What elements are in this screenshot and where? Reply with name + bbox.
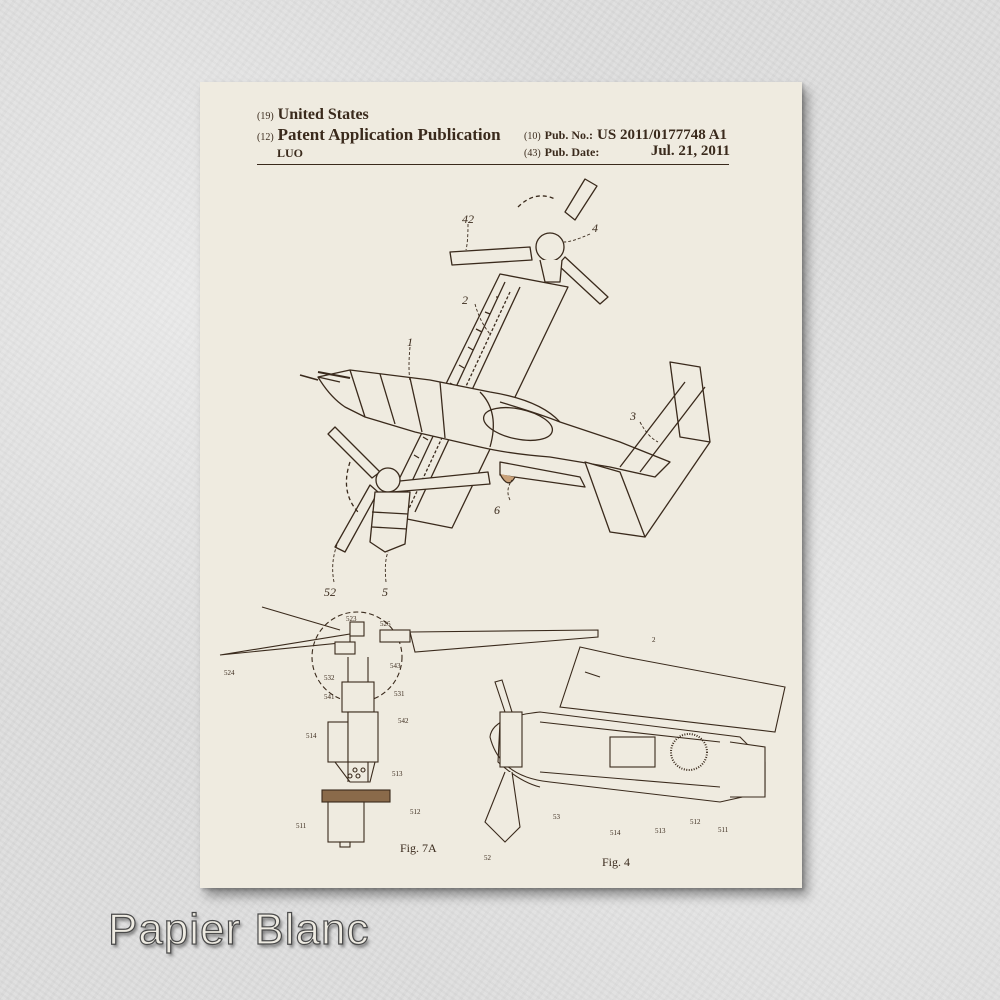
svg-text:512: 512 bbox=[410, 808, 421, 816]
svg-text:514: 514 bbox=[610, 829, 621, 837]
svg-text:3: 3 bbox=[629, 409, 636, 423]
patent-poster: (19)United States (12)Patent Application… bbox=[200, 82, 802, 888]
svg-text:2: 2 bbox=[462, 293, 468, 307]
svg-text:4: 4 bbox=[592, 221, 598, 235]
svg-text:513: 513 bbox=[392, 770, 403, 778]
fig-7a-caption: Fig. 7A bbox=[400, 841, 437, 855]
svg-text:511: 511 bbox=[296, 822, 307, 830]
header-pub-date: (43)Pub. Date:Jul. 21, 2011 bbox=[524, 143, 730, 159]
svg-text:511: 511 bbox=[718, 826, 729, 834]
svg-text:531: 531 bbox=[394, 690, 405, 698]
svg-text:6: 6 bbox=[494, 503, 500, 517]
fig-4-labels: 2 53 514 513 512 511 52 Fig. 4 bbox=[484, 636, 729, 869]
header-inventor: LUO bbox=[277, 146, 304, 160]
svg-text:2: 2 bbox=[652, 636, 656, 644]
svg-text:513: 513 bbox=[655, 827, 666, 835]
svg-text:42: 42 bbox=[462, 212, 474, 226]
tiltrotor-aircraft-drawing bbox=[299, 178, 711, 583]
svg-text:542: 542 bbox=[398, 717, 409, 725]
svg-text:514: 514 bbox=[306, 732, 317, 740]
svg-text:524: 524 bbox=[224, 669, 235, 677]
header-divider bbox=[257, 164, 729, 165]
svg-text:53: 53 bbox=[553, 813, 561, 821]
header-country: (19)United States bbox=[257, 106, 369, 123]
patent-drawings: 42 4 2 1 3 6 52 5 bbox=[219, 178, 786, 869]
svg-text:526: 526 bbox=[380, 620, 391, 628]
svg-text:523: 523 bbox=[346, 615, 357, 623]
fig-7a-labels: 523 526 524 543 532 541 531 542 514 513 … bbox=[224, 615, 437, 855]
svg-text:52: 52 bbox=[324, 585, 336, 599]
svg-text:5: 5 bbox=[382, 585, 388, 599]
svg-text:541: 541 bbox=[324, 693, 335, 701]
fig-4-caption: Fig. 4 bbox=[602, 855, 630, 869]
svg-text:52: 52 bbox=[484, 854, 492, 862]
header-pub-number: (10)Pub. No.:US 2011/0177748 A1 bbox=[524, 127, 728, 143]
svg-text:543: 543 bbox=[390, 662, 401, 670]
fig-4-drawing bbox=[484, 646, 786, 843]
header-publication-type: (12)Patent Application Publication bbox=[257, 125, 501, 144]
svg-text:512: 512 bbox=[690, 818, 701, 826]
paper-type-caption: Papier Blanc bbox=[107, 904, 370, 954]
svg-text:1: 1 bbox=[407, 335, 413, 349]
fig-7a-drawing bbox=[219, 606, 599, 848]
figure-main-labels: 42 4 2 1 3 6 52 5 bbox=[324, 212, 636, 599]
svg-text:532: 532 bbox=[324, 674, 335, 682]
